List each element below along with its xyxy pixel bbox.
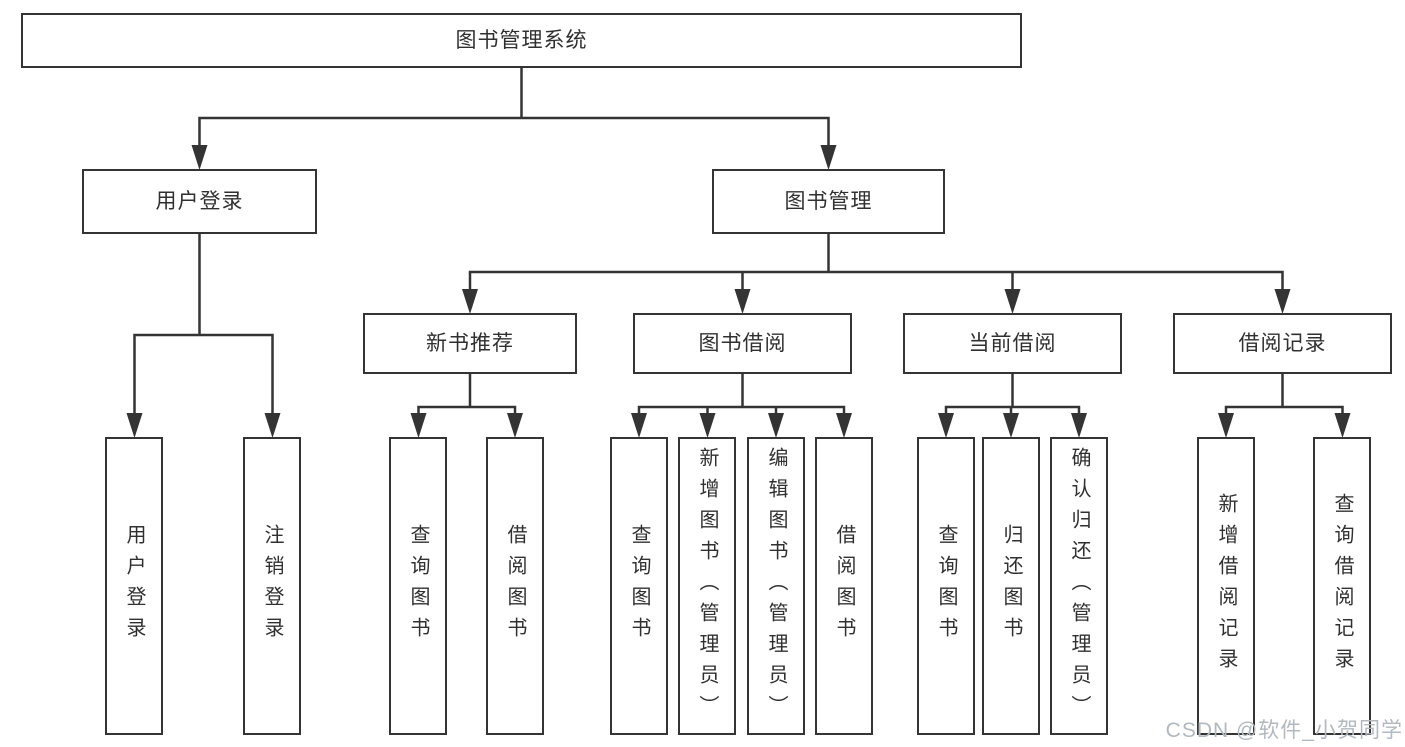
node-borrowing-records: 借阅记录 — [1173, 313, 1392, 374]
node-label: 查询图书 — [935, 524, 957, 648]
node-label: 编辑图书（管理员） — [765, 446, 787, 726]
leaf-query-books-current: 查询图书 — [917, 437, 975, 735]
edges-root — [191, 68, 837, 170]
node-book-management: 图书管理 — [712, 169, 945, 234]
leaf-query-books-recommend: 查询图书 — [389, 437, 447, 735]
edges-borrowing-records — [1218, 373, 1351, 438]
node-label: 用户登录 — [123, 524, 145, 648]
node-label: 图书管理系统 — [455, 29, 588, 52]
node-label: 注销登录 — [261, 524, 283, 648]
node-label: 查询借阅记录 — [1331, 493, 1353, 679]
node-library-management-system: 图书管理系统 — [21, 13, 1022, 68]
edges-user-login — [126, 233, 281, 438]
node-label: 新增借阅记录 — [1215, 493, 1237, 679]
node-label: 新书推荐 — [426, 332, 514, 355]
leaf-return-books: 归还图书 — [982, 437, 1040, 735]
node-book-borrowing: 图书借阅 — [633, 313, 852, 374]
node-user-login: 用户登录 — [82, 169, 317, 234]
node-label: 新增图书（管理员） — [696, 446, 718, 726]
leaf-query-borrow-record: 查询借阅记录 — [1313, 437, 1371, 735]
node-label: 确认归还（管理员） — [1068, 446, 1090, 726]
node-label: 当前借阅 — [968, 332, 1057, 355]
node-new-book-recommendation: 新书推荐 — [363, 313, 577, 374]
node-label: 查询图书 — [628, 524, 650, 648]
edges-current-borrowing — [938, 373, 1087, 438]
node-current-borrowing: 当前借阅 — [903, 313, 1122, 374]
leaf-add-borrow-record: 新增借阅记录 — [1197, 437, 1255, 735]
leaf-borrow-books-borrowing: 借阅图书 — [815, 437, 873, 735]
leaf-edit-books-admin: 编辑图书（管理员） — [747, 437, 805, 735]
node-label: 图书管理 — [784, 190, 873, 213]
leaf-user-login: 用户登录 — [105, 437, 163, 735]
edges-book-management — [462, 233, 1291, 314]
edges-book-borrowing — [631, 373, 852, 438]
node-label: 用户登录 — [155, 190, 244, 213]
leaf-add-books-admin: 新增图书（管理员） — [678, 437, 736, 735]
node-label: 借阅图书 — [833, 524, 855, 648]
edges-new-book-recommendation — [410, 373, 523, 438]
leaf-logout: 注销登录 — [243, 437, 301, 735]
node-label: 借阅记录 — [1238, 332, 1327, 355]
leaf-borrow-books-recommend: 借阅图书 — [486, 437, 544, 735]
node-label: 图书借阅 — [698, 332, 787, 355]
leaf-confirm-return-admin: 确认归还（管理员） — [1050, 437, 1108, 735]
node-label: 查询图书 — [407, 524, 429, 648]
watermark: CSDN @软件_小贺同学 — [1165, 719, 1403, 742]
leaf-query-books-borrowing: 查询图书 — [610, 437, 668, 735]
node-label: 归还图书 — [1000, 524, 1022, 648]
node-label: 借阅图书 — [504, 524, 526, 648]
